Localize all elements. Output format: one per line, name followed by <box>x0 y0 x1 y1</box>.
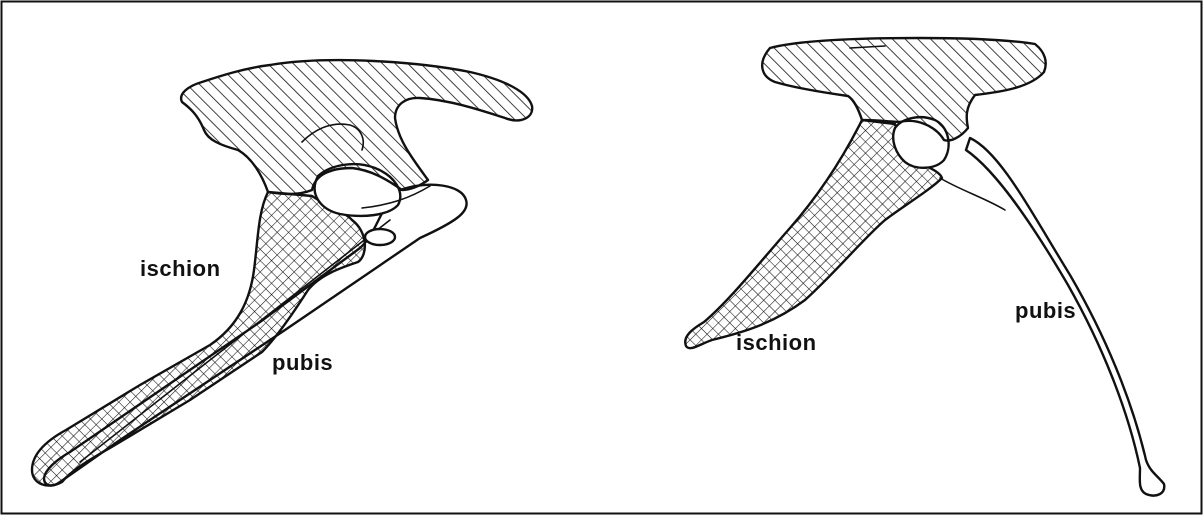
right-pubis-label: pubis <box>1015 298 1076 323</box>
right-articular-line <box>940 178 1005 210</box>
left-ischion-bone <box>32 192 365 486</box>
right-ischion-label: ischion <box>736 330 817 355</box>
left-pubis-label: pubis <box>272 350 333 375</box>
left-ischion-label: ischion <box>140 256 221 281</box>
left-pelvis: ischion pubis <box>32 60 532 485</box>
right-pelvis: ischion pubis <box>685 38 1164 496</box>
left-obturator-foramen <box>365 229 395 245</box>
